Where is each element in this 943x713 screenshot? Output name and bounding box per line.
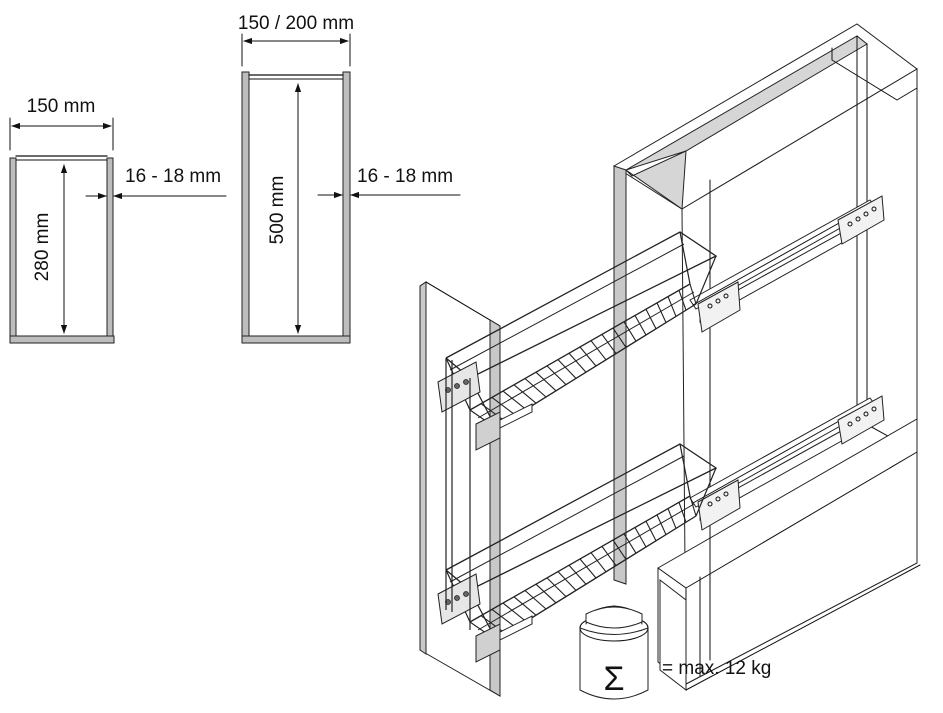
weight-symbol: Σ [603, 660, 624, 698]
wire-baskets [437, 231, 718, 663]
weight-icon [579, 605, 649, 700]
small-cabinet-section: 150 mm 280 mm 16 - 18 mm [9, 96, 227, 344]
small-right-side-panel [106, 157, 114, 337]
large-bottom-panel [241, 335, 351, 344]
small-bottom-panel [9, 335, 115, 344]
upper-front-bracket [697, 281, 741, 333]
weight-indicator: Σ = max. 12 kg [579, 605, 771, 700]
weight-limit-label: = max. 12 kg [662, 658, 771, 679]
cabinet-left-panel-edge [613, 165, 627, 585]
lower-front-bracket [697, 479, 741, 531]
large-width-label: 150 / 200 mm [238, 13, 354, 34]
slide-rails [689, 195, 885, 531]
cabinet-perspective [613, 23, 921, 692]
large-left-side-panel [241, 71, 250, 337]
large-right-side-panel [342, 71, 351, 337]
upper-basket [437, 231, 718, 451]
large-panel-thickness-label: 16 - 18 mm [357, 166, 453, 187]
large-depth-label: 500 mm [267, 176, 288, 245]
small-depth-label: 280 mm [32, 213, 53, 282]
small-panel-thickness-label: 16 - 18 mm [125, 166, 221, 187]
small-width-label: 150 mm [27, 96, 96, 117]
small-left-side-panel [9, 157, 17, 337]
large-cabinet-section: 150 / 200 mm 500 mm 16 - 18 mm [238, 13, 461, 344]
